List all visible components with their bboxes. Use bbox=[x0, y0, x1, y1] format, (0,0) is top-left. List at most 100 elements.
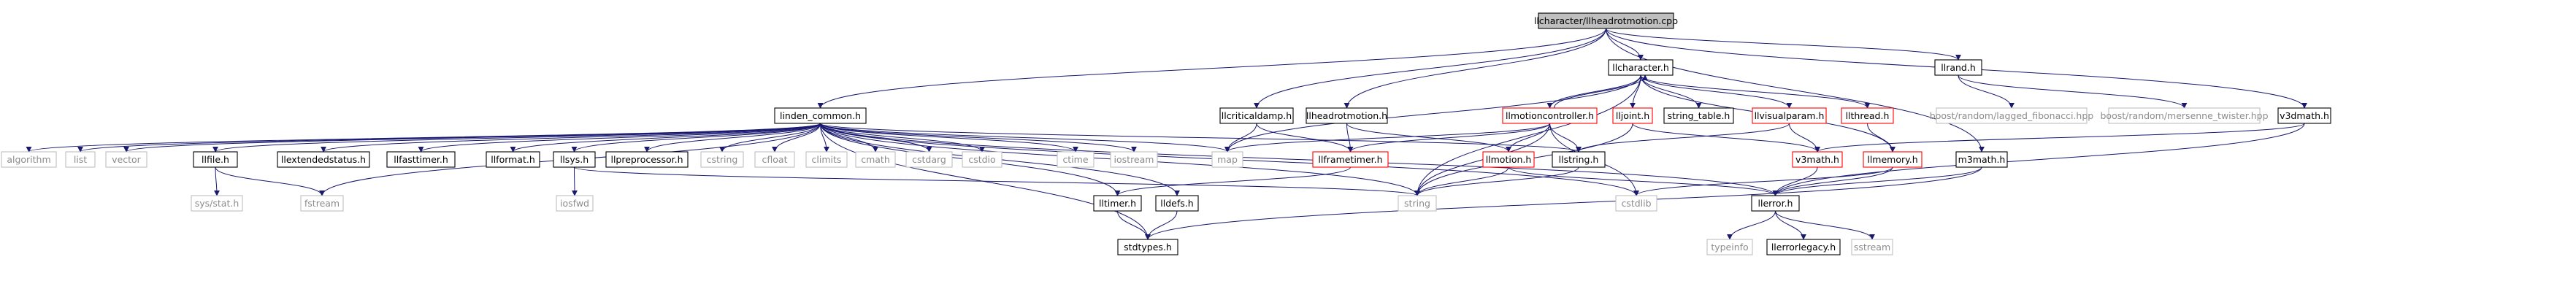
node-label: llrand.h bbox=[1941, 62, 1976, 73]
node-v3dmath-h[interactable]: v3dmath.h bbox=[2277, 107, 2331, 124]
edge-arrow bbox=[1958, 74, 2015, 109]
node-llframetimer-h[interactable]: llframetimer.h bbox=[1312, 151, 1389, 168]
node-box bbox=[556, 195, 594, 212]
edge-arrow bbox=[1772, 166, 1982, 196]
edge-linden-common-h-to-llstring-h bbox=[820, 123, 1582, 153]
edge-arrow bbox=[820, 123, 1137, 153]
node-m3math-h[interactable]: m3math.h bbox=[1955, 151, 2008, 168]
node-llerrorlegacy-h[interactable]: llerrorlegacy.h bbox=[1766, 239, 1841, 255]
node-box bbox=[1552, 151, 1606, 168]
node-root[interactable]: llcharacter/llheadrotmotion.cpp bbox=[1534, 12, 1678, 29]
node-box bbox=[1934, 59, 1982, 76]
node-llextendedstatus-h[interactable]: llextendedstatus.h bbox=[277, 151, 370, 168]
edge-arrow bbox=[571, 123, 821, 153]
node-llsys-h[interactable]: llsys.h bbox=[553, 151, 596, 168]
node-box bbox=[1057, 151, 1095, 168]
edge-linden-common-h-to-llextendedstatus-h bbox=[321, 123, 821, 153]
node-llthread-h[interactable]: llthread.h bbox=[1841, 107, 1894, 124]
node-label: map bbox=[1217, 154, 1238, 165]
node-label: fstream bbox=[304, 198, 340, 209]
edge-lljoint-h-to-v3math-h bbox=[1632, 123, 1820, 153]
node-box bbox=[1155, 195, 1199, 212]
node-lldefs-h[interactable]: lldefs.h bbox=[1155, 195, 1199, 212]
node-box bbox=[65, 151, 96, 168]
node-box bbox=[700, 151, 744, 168]
edge-linden-common-h-to-cstring bbox=[719, 123, 821, 153]
edge-arrow bbox=[820, 123, 1582, 153]
edge-arrow bbox=[817, 28, 1606, 109]
node-stdtypes-h[interactable]: stdtypes.h bbox=[1117, 239, 1178, 255]
edge-linden-common-h-to-ctime bbox=[820, 123, 1078, 153]
node-llcharacter-h[interactable]: llcharacter.h bbox=[1608, 59, 1674, 76]
node-llmemory-h[interactable]: llmemory.h bbox=[1863, 151, 1923, 168]
edge-arrow bbox=[1145, 210, 1178, 240]
node-llmotioncontroller-h[interactable]: llmotioncontroller.h bbox=[1502, 107, 1598, 124]
edge-llcriticaldamp-h-to-llframetimer-h bbox=[1256, 123, 1354, 153]
edge-arrow bbox=[1414, 166, 1579, 196]
edge-arrow bbox=[212, 123, 821, 153]
edge-linden-common-h-to-llfasttimer-h bbox=[418, 123, 821, 153]
edge-llrand-h-to-boost-mersenne bbox=[1958, 74, 2188, 109]
node-box bbox=[754, 151, 795, 168]
edge-arrow bbox=[820, 123, 1230, 153]
edge-llrand-h-to-boost-lagged bbox=[1958, 74, 2015, 109]
node-label: llextendedstatus.h bbox=[281, 154, 366, 165]
node-llformat-h[interactable]: llformat.h bbox=[486, 151, 540, 168]
edge-arrow bbox=[1775, 210, 1875, 240]
node-llerror-h[interactable]: llerror.h bbox=[1751, 195, 1800, 212]
node-cstdio: cstdio bbox=[962, 151, 1003, 168]
node-llvisualparam-h[interactable]: llvisualparam.h bbox=[1752, 107, 1827, 124]
node-box bbox=[1117, 239, 1178, 255]
edge-llcharacter-h-to-llthread-h bbox=[1640, 74, 1871, 109]
edge-llcharacter-h-to-string bbox=[1414, 74, 1641, 196]
node-box bbox=[191, 195, 243, 212]
node-llmotion-h[interactable]: llmotion.h bbox=[1482, 151, 1535, 168]
node-linden-common-h[interactable]: linden_common.h bbox=[774, 107, 867, 124]
edge-arrow bbox=[1789, 123, 1820, 153]
edge-arrow bbox=[1224, 123, 1257, 153]
edge-arrow bbox=[1224, 123, 1550, 153]
edge-llmotion-h-to-llerror-h bbox=[1508, 166, 1779, 196]
node-label: m3math.h bbox=[1958, 154, 2006, 165]
node-box bbox=[1841, 107, 1894, 124]
node-llcriticaldamp-h[interactable]: llcriticaldamp.h bbox=[1219, 107, 1294, 124]
node-box bbox=[605, 151, 689, 168]
node-label: llvisualparam.h bbox=[1755, 110, 1825, 121]
edge-arrow bbox=[1606, 28, 1961, 61]
node-llstring-h[interactable]: llstring.h bbox=[1552, 151, 1606, 168]
edge-arrow bbox=[1114, 166, 1351, 196]
node-llfasttimer-h[interactable]: llfasttimer.h bbox=[386, 151, 456, 168]
edge-arrow bbox=[1867, 123, 1895, 153]
node-label: algorithm bbox=[7, 154, 50, 165]
node-box bbox=[486, 151, 540, 168]
edge-linden-common-h-to-iostream bbox=[820, 123, 1137, 153]
node-lltimer-h[interactable]: lltimer.h bbox=[1093, 195, 1142, 212]
edge-llstring-h-to-string bbox=[1414, 166, 1579, 196]
node-llfile-h[interactable]: llfile.h bbox=[193, 151, 238, 168]
node-label: climits bbox=[812, 154, 842, 165]
node-lljoint-h[interactable]: lljoint.h bbox=[1612, 107, 1653, 124]
node-vector: vector bbox=[105, 151, 147, 168]
node-llrand-h[interactable]: llrand.h bbox=[1934, 59, 1982, 76]
edge-arrow bbox=[1772, 123, 2305, 196]
edge-arrow bbox=[1506, 123, 1550, 153]
node-llpreprocessor-h[interactable]: llpreprocessor.h bbox=[605, 151, 689, 168]
node-label: llcriticaldamp.h bbox=[1222, 110, 1292, 121]
edge-arrow bbox=[77, 123, 821, 153]
node-box bbox=[1312, 151, 1389, 168]
node-label: llmotion.h bbox=[1486, 154, 1532, 165]
node-llheadrotmotion-h[interactable]: llheadrotmotion.h bbox=[1306, 107, 1388, 124]
node-box bbox=[1955, 151, 2008, 168]
edge-arrow bbox=[1347, 123, 1550, 153]
node-string-table-h[interactable]: string_table.h bbox=[1663, 107, 1734, 124]
edge-llfile-h-to-fstream bbox=[215, 166, 325, 196]
node-v3math-h[interactable]: v3math.h bbox=[1792, 151, 1843, 168]
node-label: lltimer.h bbox=[1099, 198, 1136, 209]
edge-llframetimer-h-to-lltimer-h bbox=[1114, 166, 1351, 196]
node-label: string_table.h bbox=[1668, 110, 1730, 121]
node-box bbox=[1211, 151, 1243, 168]
edge-llvisualparam-h-to-llstring-h bbox=[1576, 123, 1790, 153]
edge-linden-common-h-to-list bbox=[77, 123, 821, 153]
node-box bbox=[2277, 107, 2331, 124]
